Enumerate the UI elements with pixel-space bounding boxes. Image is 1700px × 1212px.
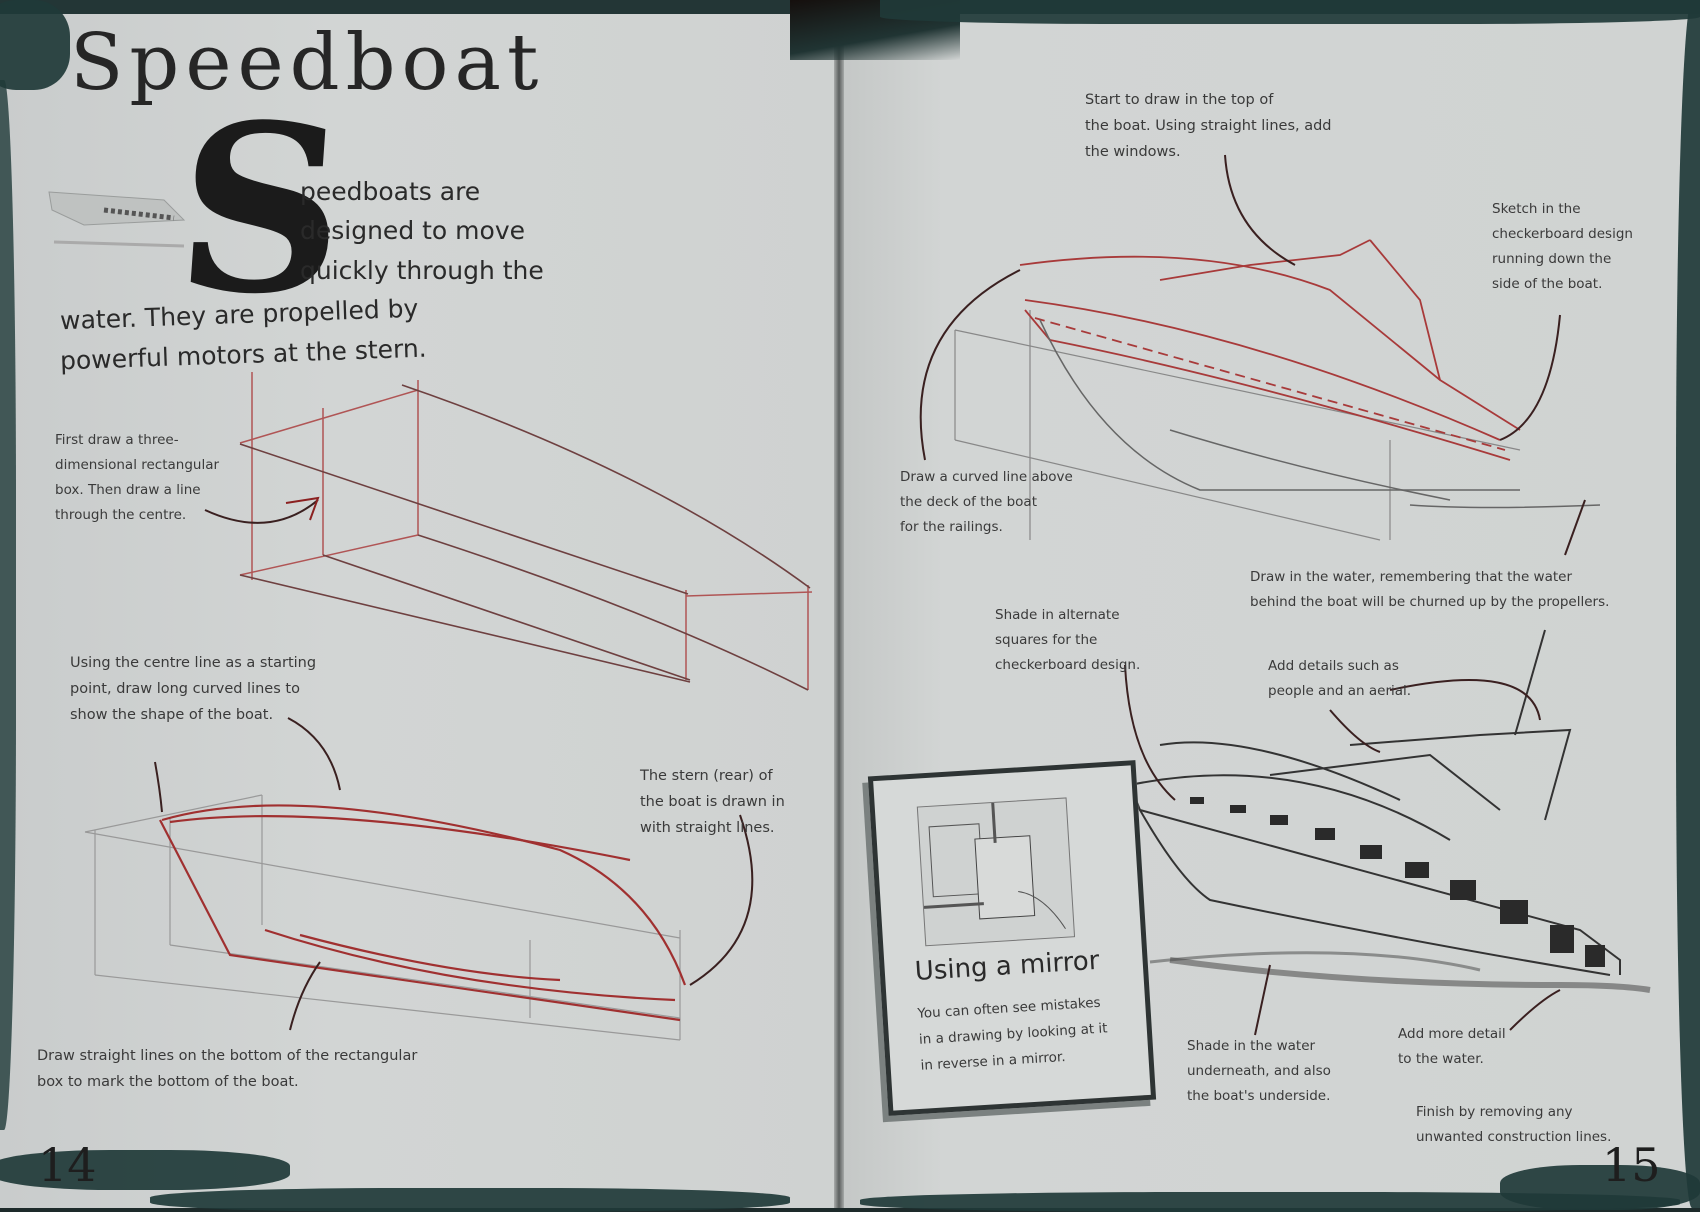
step-railings-caption: Draw a curved line above the deck of the… xyxy=(900,469,1073,535)
tip-body: You can often see mistakes in a drawing … xyxy=(916,994,1108,1074)
step-details-caption: Add details such as people and an aerial… xyxy=(1268,658,1412,699)
step-shade-checker-caption: Shade in alternate squares for the check… xyxy=(995,607,1141,673)
border-brush-right-top xyxy=(880,0,1700,24)
border-brush-left-top xyxy=(0,0,70,90)
step-top-caption: Start to draw in the top of the boat. Us… xyxy=(1085,92,1332,160)
checkerboard-pattern xyxy=(1190,797,1605,967)
small-speedboat-sketch xyxy=(48,191,186,248)
step-shade-water-caption: Shade in the water underneath, and also … xyxy=(1187,1038,1331,1104)
tip-box-using-a-mirror: Using a mirror You can often see mistake… xyxy=(867,760,1157,1116)
step-curves-caption: Using the centre line as a starting poin… xyxy=(70,655,317,723)
border-brush-left xyxy=(0,80,16,1130)
page-title: Speedboat xyxy=(70,18,545,108)
step-checker-sketch-caption: Sketch in the checkerboard design runnin… xyxy=(1492,201,1633,292)
intro-line: peedboats are xyxy=(300,177,481,206)
book-spine xyxy=(834,0,844,1208)
hand-holding-drawing-icon xyxy=(923,802,1066,929)
page-number-right: 15 xyxy=(1602,1138,1661,1192)
border-brush-right xyxy=(1676,0,1700,1208)
page-number-left: 14 xyxy=(38,1138,97,1192)
step-bottom-caption: Draw straight lines on the bottom of the… xyxy=(37,1048,418,1090)
step-box-caption: First draw a three- dimensional rectangu… xyxy=(55,432,220,523)
border-brush-bottom-right xyxy=(860,1192,1680,1212)
border-brush-left-bottom xyxy=(0,1150,290,1190)
tip-title: Using a mirror xyxy=(913,945,1101,987)
construction-box-drawing xyxy=(84,372,813,1041)
mirror-illustration xyxy=(916,797,1076,947)
intro-line: designed to move xyxy=(300,216,525,245)
intro-line: quickly through the xyxy=(300,256,544,285)
step-stern-caption: The stern (rear) of the boat is drawn in… xyxy=(640,768,785,836)
step-more-water-caption: Add more detail to the water. xyxy=(1398,1026,1506,1067)
step-finish-caption: Finish by removing any unwanted construc… xyxy=(1416,1104,1612,1145)
step-water-caption: Draw in the water, remembering that the … xyxy=(1250,569,1610,610)
